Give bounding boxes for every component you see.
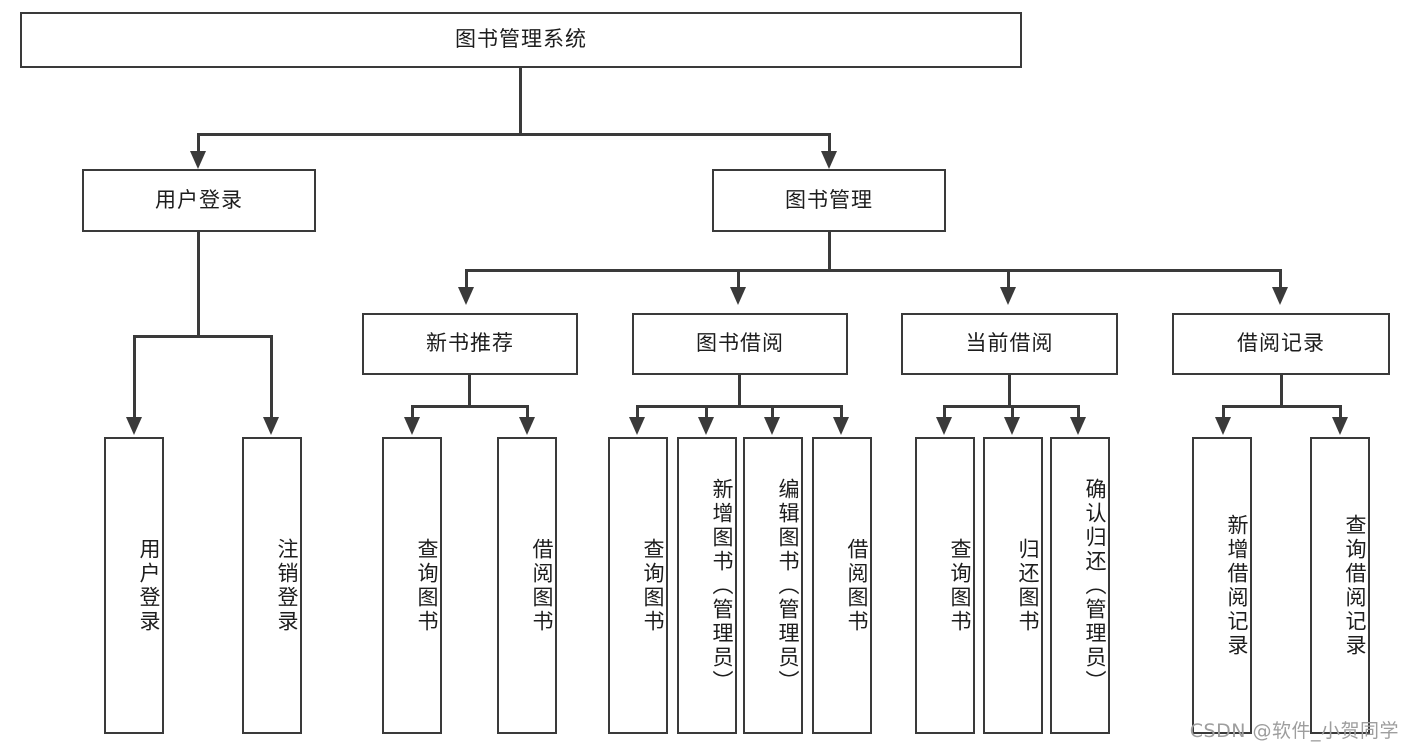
arrow-book-borrow-leaf-3 bbox=[764, 417, 780, 435]
connector-borrow-record-bus bbox=[1222, 405, 1342, 408]
connector-to-user-login bbox=[197, 133, 200, 155]
node-label: 用户登录 bbox=[137, 537, 161, 634]
connector-book-borrow-bus bbox=[636, 405, 840, 408]
arrow-book-borrow-leaf-1 bbox=[629, 417, 645, 435]
node-label: 编辑图书（管理员） bbox=[776, 477, 800, 694]
arrow-to-user-login bbox=[190, 151, 206, 169]
leaf-new-book-borrow-book[interactable]: 借阅图书 bbox=[497, 437, 557, 734]
arrow-borrow-record-leaf-2 bbox=[1332, 417, 1348, 435]
connector-user-login-bus bbox=[133, 335, 273, 338]
connector-new-book-leaf-2 bbox=[526, 405, 529, 419]
arrow-to-current-borrow bbox=[1000, 287, 1016, 305]
arrow-to-borrow-record bbox=[1272, 287, 1288, 305]
connector-book-borrow-stem bbox=[738, 375, 741, 408]
node-label: 新增借阅记录 bbox=[1225, 513, 1249, 658]
connector-to-new-book bbox=[465, 269, 468, 291]
arrow-book-borrow-leaf-2 bbox=[698, 417, 714, 435]
connector-book-borrow-leaf-4 bbox=[840, 405, 843, 419]
connector-level2-bus bbox=[197, 133, 831, 136]
node-label: 图书借阅 bbox=[696, 331, 784, 356]
connector-level3-bus bbox=[465, 269, 1282, 272]
leaf-borrow-record-add-record[interactable]: 新增借阅记录 bbox=[1192, 437, 1252, 734]
connector-to-current-borrow bbox=[1007, 269, 1010, 291]
connector-to-book-borrow bbox=[737, 269, 740, 291]
connector-user-login-leaf-2 bbox=[270, 335, 273, 419]
leaf-current-borrow-query-book[interactable]: 查询图书 bbox=[915, 437, 975, 734]
leaf-user-login-logout[interactable]: 注销登录 bbox=[242, 437, 302, 734]
node-current-borrow[interactable]: 当前借阅 bbox=[901, 313, 1118, 375]
arrow-book-borrow-leaf-4 bbox=[833, 417, 849, 435]
node-user-login[interactable]: 用户登录 bbox=[82, 169, 316, 232]
node-book-borrow[interactable]: 图书借阅 bbox=[632, 313, 848, 375]
leaf-new-book-query-book[interactable]: 查询图书 bbox=[382, 437, 442, 734]
node-label: 用户登录 bbox=[155, 187, 243, 212]
arrow-user-login-leaf-2 bbox=[263, 417, 279, 435]
leaf-book-borrow-query-book[interactable]: 查询图书 bbox=[608, 437, 668, 734]
connector-current-borrow-stem bbox=[1008, 375, 1011, 408]
node-label: 查询图书 bbox=[948, 537, 972, 634]
leaf-book-borrow-add-book[interactable]: 新增图书（管理员） bbox=[677, 437, 737, 734]
connector-current-borrow-leaf-2 bbox=[1011, 405, 1014, 419]
node-label: 图书管理系统 bbox=[455, 27, 587, 52]
connector-new-book-leaf-1 bbox=[411, 405, 414, 419]
connector-book-borrow-leaf-2 bbox=[705, 405, 708, 419]
connector-borrow-record-leaf-1 bbox=[1222, 405, 1225, 419]
connector-new-book-bus bbox=[411, 405, 529, 408]
node-label: 借阅记录 bbox=[1237, 331, 1325, 356]
node-label: 查询借阅记录 bbox=[1343, 513, 1367, 658]
leaf-borrow-record-query-record[interactable]: 查询借阅记录 bbox=[1310, 437, 1370, 734]
arrow-user-login-leaf-1 bbox=[126, 417, 142, 435]
connector-borrow-record-leaf-2 bbox=[1339, 405, 1342, 419]
node-label: 新书推荐 bbox=[426, 331, 514, 356]
connector-to-book-manage bbox=[828, 133, 831, 155]
arrow-new-book-leaf-1 bbox=[404, 417, 420, 435]
node-root-system[interactable]: 图书管理系统 bbox=[20, 12, 1022, 68]
node-label: 查询图书 bbox=[415, 537, 439, 634]
leaf-current-borrow-return-book[interactable]: 归还图书 bbox=[983, 437, 1043, 734]
connector-book-borrow-leaf-3 bbox=[771, 405, 774, 419]
node-new-book-recommend[interactable]: 新书推荐 bbox=[362, 313, 578, 375]
leaf-book-borrow-borrow-book[interactable]: 借阅图书 bbox=[812, 437, 872, 734]
connector-to-borrow-record bbox=[1279, 269, 1282, 291]
node-label: 当前借阅 bbox=[965, 331, 1054, 356]
arrow-to-new-book bbox=[458, 287, 474, 305]
connector-new-book-stem bbox=[468, 375, 471, 408]
node-label: 借阅图书 bbox=[845, 537, 869, 634]
leaf-current-borrow-confirm-return[interactable]: 确认归还（管理员） bbox=[1050, 437, 1110, 734]
node-borrow-record[interactable]: 借阅记录 bbox=[1172, 313, 1390, 375]
connector-user-login-stem bbox=[197, 232, 200, 338]
connector-current-borrow-leaf-3 bbox=[1077, 405, 1080, 419]
node-label: 借阅图书 bbox=[530, 537, 554, 634]
node-label: 确认归还（管理员） bbox=[1083, 477, 1107, 694]
node-label: 新增图书（管理员） bbox=[710, 477, 734, 694]
node-book-management[interactable]: 图书管理 bbox=[712, 169, 946, 232]
connector-user-login-leaf-1 bbox=[133, 335, 136, 419]
leaf-book-borrow-edit-book[interactable]: 编辑图书（管理员） bbox=[743, 437, 803, 734]
connector-book-borrow-leaf-1 bbox=[636, 405, 639, 419]
node-label: 归还图书 bbox=[1016, 537, 1040, 634]
node-label: 查询图书 bbox=[641, 537, 665, 634]
arrow-to-book-manage bbox=[821, 151, 837, 169]
node-label: 图书管理 bbox=[785, 187, 873, 212]
connector-current-borrow-leaf-1 bbox=[943, 405, 946, 419]
leaf-user-login-login[interactable]: 用户登录 bbox=[104, 437, 164, 734]
node-label: 注销登录 bbox=[275, 537, 299, 634]
connector-root-stem bbox=[519, 68, 522, 136]
connector-book-manage-stem bbox=[828, 232, 831, 272]
connector-borrow-record-stem bbox=[1280, 375, 1283, 408]
arrow-to-book-borrow bbox=[730, 287, 746, 305]
arrow-borrow-record-leaf-1 bbox=[1215, 417, 1231, 435]
arrow-current-borrow-leaf-3 bbox=[1070, 417, 1086, 435]
arrow-new-book-leaf-2 bbox=[519, 417, 535, 435]
arrow-current-borrow-leaf-2 bbox=[1004, 417, 1020, 435]
arrow-current-borrow-leaf-1 bbox=[936, 417, 952, 435]
